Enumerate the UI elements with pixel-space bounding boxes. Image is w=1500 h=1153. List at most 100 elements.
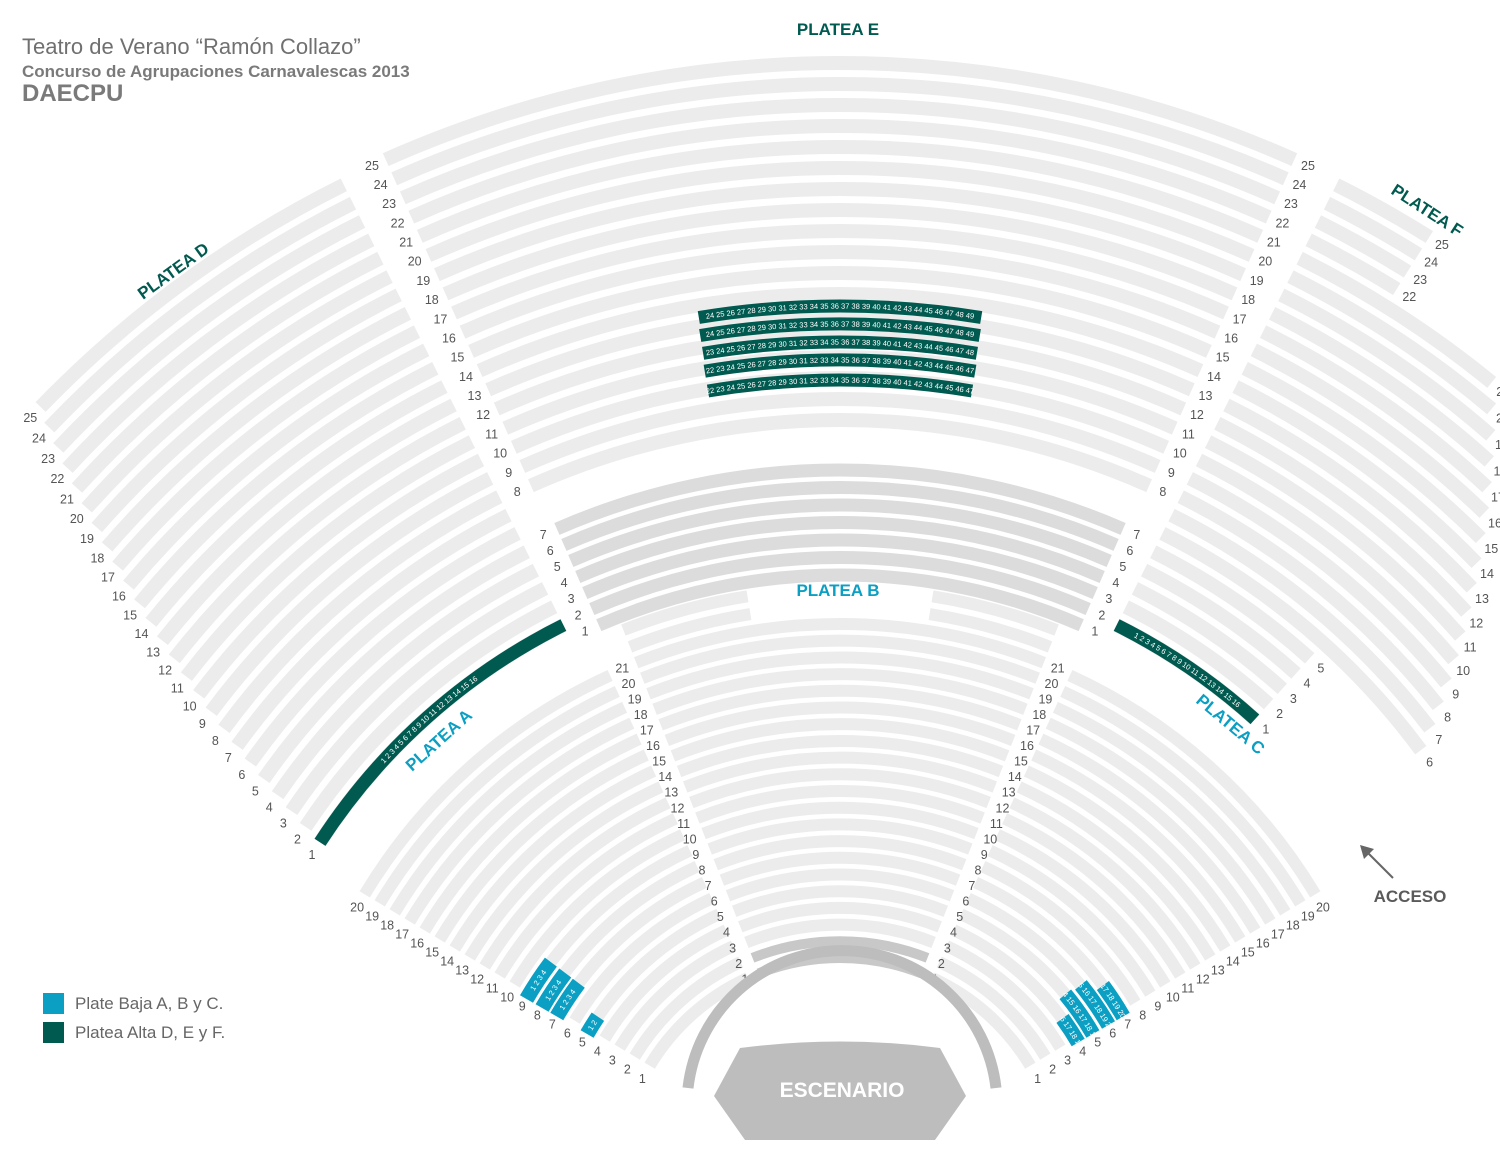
platea-b-partial-row[interactable] — [928, 608, 1053, 653]
platea-b-partial-row[interactable] — [931, 590, 1059, 636]
highlighted-seats-c[interactable] — [1056, 1013, 1085, 1047]
platea-c-row-16[interactable] — [1038, 733, 1261, 934]
highlighted-seats-e[interactable] — [706, 373, 974, 398]
platea-f-row-6[interactable] — [1159, 527, 1427, 755]
platea-c-row-14[interactable] — [1023, 765, 1231, 952]
platea-a-row-11[interactable] — [494, 813, 678, 979]
platea-e-row-13[interactable] — [485, 308, 1195, 397]
highlighted-seats-f[interactable] — [1113, 619, 1260, 725]
platea-b-row-18[interactable] — [652, 668, 1028, 715]
platea-e-row-17[interactable] — [451, 224, 1229, 320]
platea-d-row-5[interactable] — [258, 545, 530, 784]
platea-f-row-4[interactable] — [1140, 563, 1301, 679]
platea-a-row-15[interactable] — [434, 749, 649, 943]
platea-d-row-22[interactable] — [62, 233, 375, 473]
platea-a-row-6[interactable] — [569, 892, 715, 1024]
platea-e-row-18[interactable] — [442, 203, 1238, 301]
platea-c-row-12[interactable] — [1009, 797, 1201, 970]
platea-b-row-4[interactable] — [738, 901, 942, 933]
platea-f-row-7[interactable] — [1168, 508, 1436, 733]
platea-d-row-19[interactable] — [91, 288, 402, 533]
platea-b-row-15[interactable] — [670, 718, 1010, 762]
platea-f-row-2[interactable] — [1122, 600, 1274, 710]
platea-f-row-22[interactable] — [1305, 233, 1401, 296]
platea-f-row-9[interactable] — [1186, 472, 1452, 688]
platea-e-row-7[interactable] — [554, 463, 1126, 535]
platea-e-row-14[interactable] — [476, 286, 1204, 377]
platea-a-row-4[interactable] — [599, 924, 729, 1042]
platea-c-row-8[interactable] — [980, 861, 1141, 1006]
platea-d-row-12[interactable] — [168, 417, 466, 664]
platea-b-row-12[interactable] — [689, 768, 991, 809]
highlighted-seats-e[interactable] — [703, 353, 977, 378]
platea-d-row-2[interactable] — [299, 600, 558, 831]
platea-b-partial-row[interactable] — [627, 608, 752, 653]
platea-b-row-7[interactable] — [719, 851, 961, 886]
platea-b-row-19[interactable] — [646, 651, 1034, 700]
highlighted-seats-e[interactable] — [697, 299, 983, 324]
platea-d-row-21[interactable] — [71, 251, 384, 493]
platea-a-row-12[interactable] — [479, 797, 671, 970]
platea-c-row-20[interactable] — [1067, 669, 1321, 898]
platea-d-row-24[interactable] — [44, 196, 357, 433]
platea-c-row-10[interactable] — [994, 829, 1171, 988]
platea-a-row-2[interactable] — [629, 956, 744, 1060]
platea-e-row-15[interactable] — [468, 266, 1212, 358]
platea-f-row-15[interactable] — [1241, 362, 1486, 544]
platea-d-row-13[interactable] — [156, 398, 457, 646]
platea-b-row-16[interactable] — [664, 701, 1016, 746]
platea-b-row-21[interactable] — [634, 618, 1046, 669]
platea-f-row-8[interactable] — [1177, 490, 1444, 711]
highlighted-seats-c[interactable] — [1075, 980, 1115, 1029]
platea-f-row-13[interactable] — [1223, 398, 1477, 593]
platea-a-row-20[interactable] — [359, 669, 613, 898]
platea-e-row-23[interactable] — [399, 98, 1281, 205]
platea-d-row-15[interactable] — [134, 362, 439, 609]
platea-b-row-14[interactable] — [676, 735, 1004, 778]
platea-e-row-25[interactable] — [382, 56, 1298, 166]
highlighted-seats-a[interactable] — [520, 957, 557, 1003]
platea-e-row-8[interactable] — [528, 413, 1152, 493]
platea-b-row-9[interactable] — [707, 818, 973, 855]
platea-f-row-3[interactable] — [1131, 582, 1287, 695]
platea-c-row-9[interactable] — [987, 845, 1156, 997]
highlighted-seats-c[interactable] — [1059, 989, 1100, 1038]
platea-b-row-13[interactable] — [683, 751, 997, 793]
platea-b-row-2[interactable] — [750, 936, 930, 963]
platea-e-row-22[interactable] — [408, 119, 1272, 224]
platea-b-row-5[interactable] — [732, 885, 948, 917]
platea-e-row-20[interactable] — [425, 161, 1255, 262]
platea-b-row-10[interactable] — [701, 801, 979, 840]
platea-d-row-9[interactable] — [205, 472, 494, 716]
platea-e-row-6[interactable] — [561, 480, 1119, 551]
platea-f-row-18[interactable] — [1268, 307, 1494, 467]
platea-a-row-16[interactable] — [419, 733, 642, 934]
platea-f-row-5[interactable] — [1150, 545, 1315, 664]
platea-d-row-17[interactable] — [112, 325, 421, 571]
highlighted-seats-e[interactable] — [699, 317, 981, 342]
platea-f-row-23[interactable] — [1314, 215, 1412, 278]
platea-f-row-19[interactable] — [1278, 288, 1496, 441]
platea-e-row-4[interactable] — [575, 515, 1105, 583]
platea-b-row-3[interactable] — [744, 918, 936, 948]
platea-e-row-21[interactable] — [416, 140, 1264, 243]
highlighted-seats-a[interactable] — [550, 978, 585, 1021]
platea-f-row-17[interactable] — [1259, 325, 1492, 493]
platea-f-row-25[interactable] — [1333, 178, 1434, 243]
platea-a-row-5[interactable] — [584, 908, 722, 1033]
platea-c-row-19[interactable] — [1060, 685, 1306, 907]
platea-c-row-15[interactable] — [1031, 749, 1246, 943]
platea-c-row-3[interactable] — [944, 940, 1066, 1051]
platea-d-row-25[interactable] — [35, 178, 347, 412]
platea-b-row-11[interactable] — [695, 785, 985, 824]
platea-d-row-20[interactable] — [81, 270, 393, 513]
platea-b-row-6[interactable] — [725, 868, 955, 902]
platea-f-row-16[interactable] — [1250, 343, 1490, 518]
platea-d-row-8[interactable] — [218, 490, 503, 734]
platea-e-row-16[interactable] — [459, 245, 1221, 339]
platea-e-row-1[interactable] — [596, 568, 1084, 632]
platea-e-row-19[interactable] — [434, 182, 1246, 282]
platea-f-row-10[interactable] — [1195, 453, 1459, 665]
platea-a-row-1[interactable] — [644, 972, 751, 1069]
platea-b-row-8[interactable] — [713, 835, 967, 871]
